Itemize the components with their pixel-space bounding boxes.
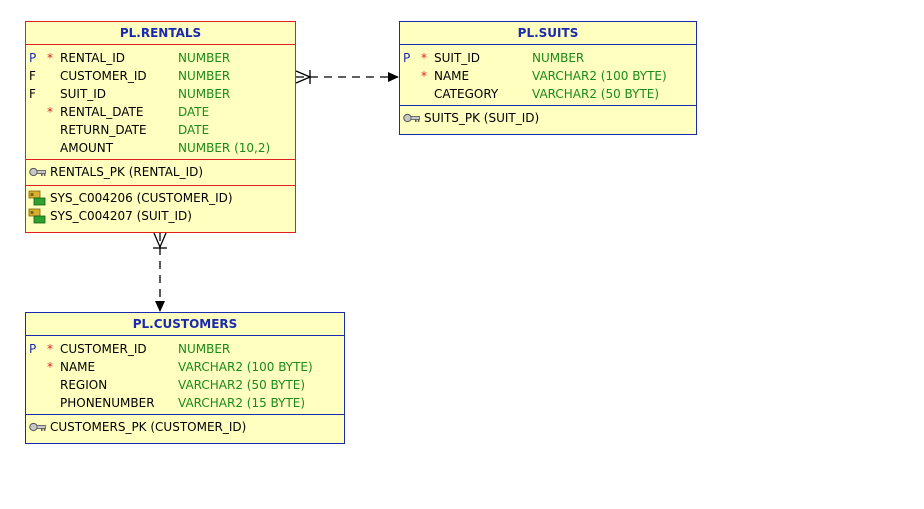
mandatory-star: * [421,69,427,83]
key-flag: P [29,342,37,356]
entity-title: PL.SUITS [517,26,579,40]
column-name: SUIT_ID [60,87,107,101]
primary-key-row: SUITS_PK (SUIT_ID) [400,109,696,127]
key-flag: F [29,87,36,101]
mandatory-star: * [421,51,427,65]
column-type: DATE [178,123,210,137]
column-type: VARCHAR2 (50 BYTE) [178,378,306,392]
column-name: PHONENUMBER [60,396,155,410]
column-name: RENTAL_ID [60,51,125,65]
foreign-key-row: SYS_C004207 (SUIT_ID) [26,207,295,225]
key-icon [403,113,420,123]
columns-section: P * SUIT_ID NUMBER * NAME VARCHAR2 (100 … [400,44,696,105]
entity-title: PL.RENTALS [119,26,202,40]
primary-key-label: RENTALS_PK (RENTAL_ID) [50,165,204,179]
column-type: NUMBER (10,2) [178,141,271,155]
relationship-rentals-customers [153,232,167,312]
column-row: * NAME VARCHAR2 (100 BYTE) [400,67,696,85]
primary-key-label: SUITS_PK (SUIT_ID) [424,111,540,125]
column-row: AMOUNT NUMBER (10,2) [26,139,295,157]
columns-section: P * CUSTOMER_ID NUMBER * NAME VARCHAR2 (… [26,335,344,414]
column-name: SUIT_ID [434,51,481,65]
column-type: VARCHAR2 (15 BYTE) [178,396,306,410]
arrowhead-icon [155,301,165,312]
mandatory-star: * [47,51,53,65]
mandatory-star: * [47,105,53,119]
column-row: RETURN_DATE DATE [26,121,295,139]
key-flag: F [29,69,36,83]
arrowhead-icon [388,72,399,82]
mandatory-star: * [47,360,53,374]
column-row: P * RENTAL_ID NUMBER [26,49,295,67]
entity-customers[interactable]: PL.CUSTOMERS P * CUSTOMER_ID NUMBER * NA… [25,312,345,444]
relationship-rentals-suits [295,70,399,84]
foreign-key-row: SYS_C004206 (CUSTOMER_ID) [26,189,295,207]
primary-key-row: CUSTOMERS_PK (CUSTOMER_ID) [26,418,344,436]
column-name: AMOUNT [60,141,114,155]
column-type: VARCHAR2 (100 BYTE) [178,360,313,374]
column-type: NUMBER [178,69,231,83]
column-name: RENTAL_DATE [60,105,144,119]
column-name: CUSTOMER_ID [60,69,147,83]
column-row: CATEGORY VARCHAR2 (50 BYTE) [400,85,696,103]
column-type: NUMBER [178,51,231,65]
foreign-key-icon [28,190,46,206]
primary-key-section: RENTALS_PK (RENTAL_ID) [26,159,295,185]
column-row: F CUSTOMER_ID NUMBER [26,67,295,85]
foreign-key-label: SYS_C004207 (SUIT_ID) [50,209,192,223]
entity-suits[interactable]: PL.SUITS P * SUIT_ID NUMBER * NAME VARCH… [399,21,697,135]
mandatory-star: * [47,342,53,356]
column-row: PHONENUMBER VARCHAR2 (15 BYTE) [26,394,344,412]
column-type: NUMBER [178,342,231,356]
column-type: NUMBER [532,51,585,65]
foreign-key-icon [28,208,46,224]
foreign-key-label: SYS_C004206 (CUSTOMER_ID) [50,191,233,205]
crows-foot-icon [153,232,167,249]
column-row: P * SUIT_ID NUMBER [400,49,696,67]
crows-foot-icon [295,70,311,84]
key-flag: P [29,51,37,65]
column-type: VARCHAR2 (50 BYTE) [532,87,660,101]
column-name: CUSTOMER_ID [60,342,147,356]
column-row: * RENTAL_DATE DATE [26,103,295,121]
primary-key-section: CUSTOMERS_PK (CUSTOMER_ID) [26,414,344,440]
column-type: DATE [178,105,210,119]
entity-rentals[interactable]: PL.RENTALS P * RENTAL_ID NUMBER F CUSTOM… [25,21,296,233]
column-name: RETURN_DATE [60,123,147,137]
column-name: REGION [60,378,108,392]
column-type: VARCHAR2 (100 BYTE) [532,69,667,83]
key-flag: P [403,51,411,65]
column-name: NAME [60,360,96,374]
key-icon [29,422,46,432]
column-row: P * CUSTOMER_ID NUMBER [26,340,344,358]
foreign-keys-section: SYS_C004206 (CUSTOMER_ID) SYS_C004207 (S… [26,185,295,227]
column-row: REGION VARCHAR2 (50 BYTE) [26,376,344,394]
column-name: NAME [434,69,470,83]
column-type: NUMBER [178,87,231,101]
column-row: F SUIT_ID NUMBER [26,85,295,103]
key-icon [29,167,46,177]
primary-key-section: SUITS_PK (SUIT_ID) [400,105,696,131]
entity-title: PL.CUSTOMERS [132,317,238,331]
column-row: * NAME VARCHAR2 (100 BYTE) [26,358,344,376]
primary-key-row: RENTALS_PK (RENTAL_ID) [26,163,295,181]
primary-key-label: CUSTOMERS_PK (CUSTOMER_ID) [50,420,247,434]
columns-section: P * RENTAL_ID NUMBER F CUSTOMER_ID NUMBE… [26,44,295,159]
column-name: CATEGORY [434,87,499,101]
